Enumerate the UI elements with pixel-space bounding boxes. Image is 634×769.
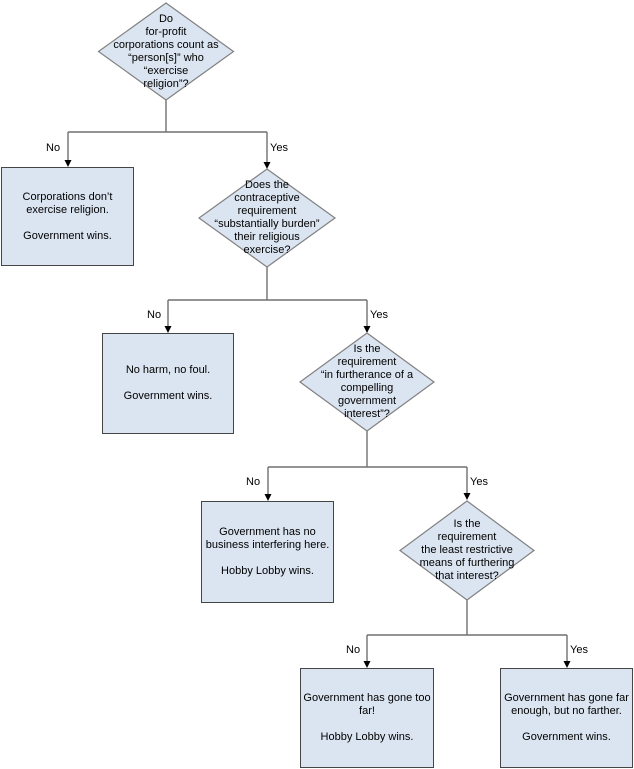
edge-label-yes-4: Yes — [570, 644, 588, 656]
outcome-box-no-business — [201, 501, 334, 603]
arrowhead-yes-4 — [563, 661, 571, 668]
decision-diamond-1-shape — [97, 2, 235, 101]
decision-node-4-text: Is the requirement the least restrictive… — [419, 518, 515, 582]
arrowhead-yes-1 — [263, 162, 271, 169]
outcome-box-gone-too-far — [300, 668, 434, 768]
decision-diamond-2-shape — [197, 168, 337, 268]
decision-diamond-4-shape — [398, 500, 536, 601]
edge-label-yes-3: Yes — [470, 476, 488, 488]
arrowhead-no-4 — [363, 661, 371, 668]
arrowhead-no-3 — [264, 494, 272, 501]
connector-level-5 — [366, 600, 568, 661]
edge-label-no-3: No — [246, 476, 261, 488]
connector-level-3 — [167, 267, 368, 327]
arrowhead-no-2 — [164, 326, 172, 333]
outcome-text-far-enough: Government has gone far enough, but no f… — [504, 692, 629, 743]
edge-label-no-4: No — [346, 644, 361, 656]
outcome-text-no-harm: No harm, no foul. Government wins. — [123, 364, 213, 402]
outcome-text-corporations: Corporations don’t exercise religion. Go… — [22, 190, 113, 242]
edge-label-yes-1: Yes — [270, 142, 288, 154]
edge-label-yes-2: Yes — [370, 309, 388, 321]
connector-level-4 — [267, 431, 468, 494]
connector-level-2 — [67, 100, 268, 163]
outcome-text-gone-too-far: Government has gone too far! Hobby Lobby… — [303, 692, 431, 743]
outcome-box-no-harm — [102, 333, 234, 434]
decision-diamond-3-shape — [298, 332, 436, 432]
decision-node-3-text: Is the requirement “in furtherance of a … — [320, 343, 414, 420]
arrowhead-yes-3 — [463, 493, 471, 500]
arrowhead-yes-2 — [363, 326, 371, 333]
edge-label-no-1: No — [46, 142, 61, 154]
outcome-box-far-enough — [500, 668, 633, 768]
decision-node-1-text: Do for-profit corporations count as “per… — [113, 12, 219, 90]
outcome-text-no-business: Government has no business interfering h… — [205, 526, 330, 577]
arrowhead-no-1 — [64, 160, 72, 167]
outcome-box-corporations — [1, 167, 134, 266]
decision-node-2-text: Does the contraceptive requirement “subs… — [214, 179, 320, 256]
edge-label-no-2: No — [147, 309, 162, 321]
